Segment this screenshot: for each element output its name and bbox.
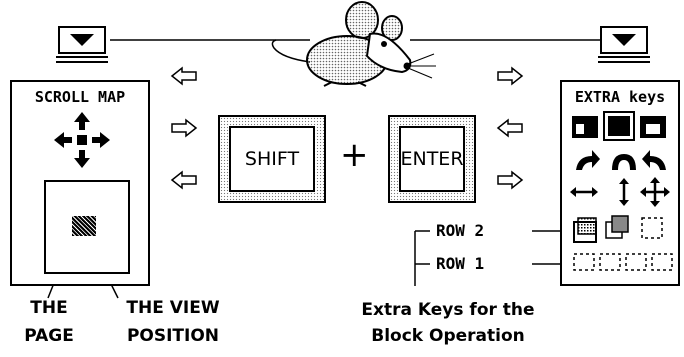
- shift-key-label: SHIFT: [229, 126, 315, 192]
- page-caption-line1: THE: [4, 298, 94, 318]
- page-caption: THE PAGE: [4, 298, 94, 346]
- extra-keys-caption: Extra Keys for the Block Operation: [318, 300, 578, 346]
- page-caption-line2: PAGE: [4, 326, 94, 346]
- view-position-caption: THE VIEW POSITION: [108, 298, 238, 346]
- shift-key[interactable]: SHIFT: [218, 115, 326, 203]
- row2-label: ROW 2: [436, 221, 484, 240]
- row1-label: ROW 1: [436, 254, 484, 273]
- plus-sign: +: [340, 138, 369, 172]
- enter-key-label: ENTER: [399, 126, 465, 192]
- enter-key[interactable]: ENTER: [388, 115, 476, 203]
- view-caption-line1: THE VIEW: [108, 298, 238, 318]
- view-caption-line2: POSITION: [108, 326, 238, 346]
- extra-caption-line2: Block Operation: [318, 326, 578, 346]
- extra-caption-line1: Extra Keys for the: [318, 300, 578, 320]
